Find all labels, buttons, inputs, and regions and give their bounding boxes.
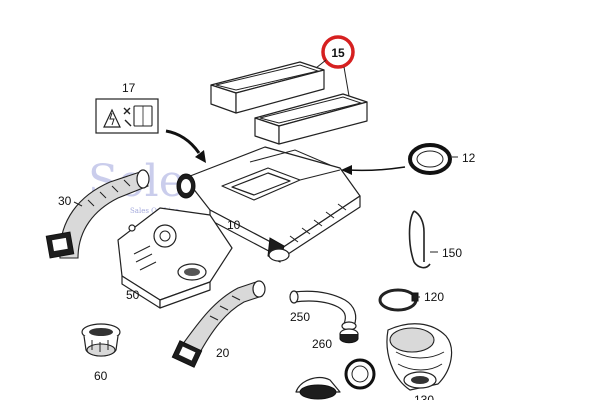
callout-120: 120 bbox=[424, 290, 444, 304]
callout-30: 30 bbox=[58, 194, 72, 208]
seal-ring bbox=[408, 143, 458, 175]
warning-label-sticker bbox=[95, 98, 159, 134]
callout-60: 60 bbox=[94, 369, 108, 383]
callout-130: 130 bbox=[414, 393, 434, 400]
intake-connector bbox=[386, 323, 453, 391]
air-filter-element-upper bbox=[210, 61, 325, 114]
air-filter-housing bbox=[176, 146, 361, 263]
intake-coupling-bottom bbox=[295, 358, 376, 400]
callout-20: 20 bbox=[216, 346, 230, 360]
intake-duct-lower bbox=[171, 280, 266, 368]
small-clamp bbox=[339, 328, 359, 344]
oil-filler-cap bbox=[81, 323, 121, 357]
warning-triangle-icon bbox=[103, 108, 121, 128]
hose-clamp-ring bbox=[378, 288, 419, 312]
wrench-icon bbox=[123, 107, 131, 115]
callout-150: 150 bbox=[442, 246, 462, 260]
breather-hose bbox=[289, 290, 357, 331]
star-emblem-icon bbox=[159, 230, 171, 242]
highlight-ring bbox=[321, 35, 355, 69]
watermark-tagline: Sales On Line bbox=[130, 207, 179, 215]
lightning-icon bbox=[109, 112, 115, 126]
callout-17: 17 bbox=[122, 81, 136, 95]
callout-260: 260 bbox=[312, 337, 332, 351]
intake-duct-upper bbox=[45, 169, 150, 259]
air-filter-element-lower bbox=[254, 93, 368, 145]
callout-10: 10 bbox=[227, 218, 241, 232]
callout-15-highlight: 15 bbox=[315, 35, 355, 97]
callout-12: 12 bbox=[462, 151, 476, 165]
callout-50: 50 bbox=[126, 288, 140, 302]
callout-15: 15 bbox=[331, 46, 345, 60]
engine-cover bbox=[117, 207, 233, 309]
wire-seal bbox=[408, 210, 438, 269]
callout-250: 250 bbox=[290, 310, 310, 324]
